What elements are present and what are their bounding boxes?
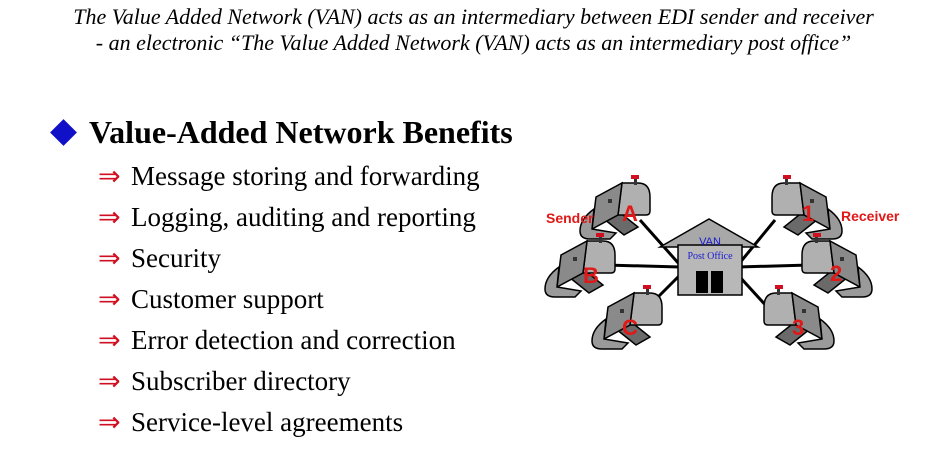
mailbox-label: 2 — [830, 261, 842, 286]
mailbox-icon-c: C — [591, 284, 663, 350]
arrow-icon: ⇒ — [98, 366, 121, 397]
mailbox-icon-3: 3 — [763, 284, 835, 350]
intro-line-1: The Value Added Network (VAN) acts as an… — [73, 4, 874, 29]
arrow-icon: ⇒ — [98, 202, 121, 233]
mailbox-icon-2: 2 — [801, 232, 873, 298]
arrow-icon: ⇒ — [98, 284, 121, 315]
receiver-label: Receiver — [841, 208, 900, 224]
van-diagram: A B C 1 2 3 VAN Post Office Sender Recei… — [544, 175, 900, 350]
post-office-icon: VAN Post Office — [657, 218, 761, 296]
arrow-icon: ⇒ — [98, 325, 121, 356]
list-item: ⇒ Logging, auditing and reporting — [98, 197, 480, 238]
intro-line-2: - an electronic “The Value Added Network… — [95, 30, 852, 55]
list-item: ⇒ Error detection and correction — [98, 320, 480, 361]
arrow-icon: ⇒ — [98, 243, 121, 274]
arrow-icon: ⇒ — [98, 407, 121, 438]
list-item: ⇒ Security — [98, 238, 480, 279]
benefit-text: Logging, auditing and reporting — [131, 202, 476, 232]
sender-label: Sender — [546, 210, 594, 226]
hub-label-post-office: Post Office — [687, 251, 733, 262]
benefit-text: Customer support — [131, 284, 324, 314]
intro-text: The Value Added Network (VAN) acts as an… — [0, 4, 947, 56]
benefit-text: Subscriber directory — [131, 366, 351, 396]
mailbox-label: B — [583, 263, 599, 288]
mailbox-label: A — [622, 201, 638, 226]
mailbox-label: 3 — [792, 315, 804, 340]
mailbox-label: 1 — [802, 201, 814, 226]
mailbox-icon-a: A — [579, 175, 651, 240]
connector-line — [737, 263, 811, 269]
benefits-list: ⇒ Message storing and forwarding ⇒ Logging… — [98, 156, 480, 443]
connector-line — [604, 263, 681, 269]
mailbox-icon-1: 1 — [771, 175, 843, 240]
list-item: ⇒ Message storing and forwarding — [98, 156, 480, 197]
benefit-text: Security — [131, 243, 221, 273]
list-item: ⇒ Subscriber directory — [98, 361, 480, 402]
section-heading: Value-Added Network Benefits — [50, 112, 513, 152]
hub-label-van: VAN — [699, 236, 721, 248]
heading-title: Value-Added Network Benefits — [89, 114, 513, 150]
arrow-icon: ⇒ — [98, 161, 121, 192]
mailbox-label: C — [622, 315, 638, 340]
connector-line — [638, 219, 682, 266]
benefit-text: Message storing and forwarding — [131, 161, 480, 191]
mailbox-icon-b: B — [544, 232, 616, 298]
connector-line — [736, 219, 777, 266]
benefit-text: Error detection and correction — [131, 325, 456, 355]
list-item: ⇒ Customer support — [98, 279, 480, 320]
diamond-bullet-icon — [50, 118, 77, 146]
benefit-text: Service-level agreements — [131, 407, 404, 437]
list-item: ⇒ Service-level agreements — [98, 402, 480, 443]
